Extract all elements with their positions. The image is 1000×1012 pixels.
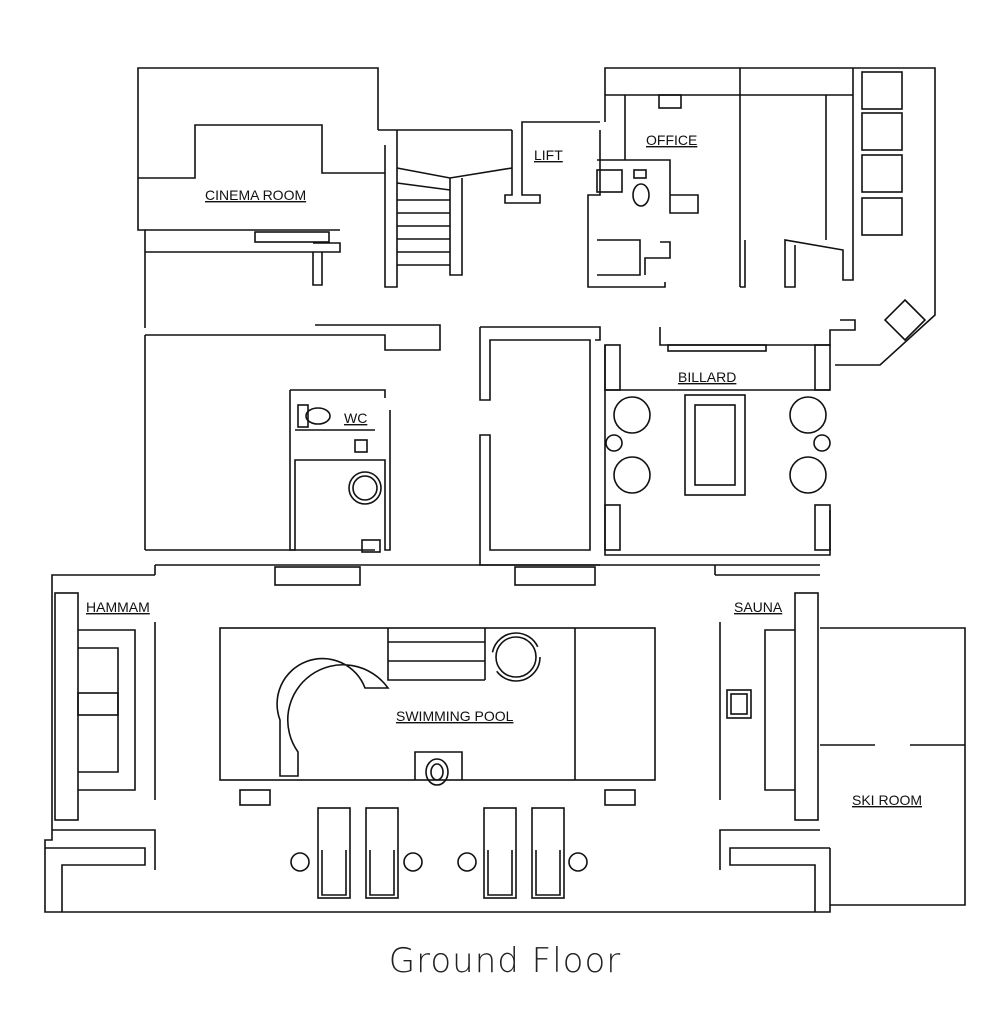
staircase (378, 129, 513, 288)
label-lift: LIFT (534, 147, 563, 163)
wc-area (144, 324, 441, 553)
billard-room (604, 319, 856, 556)
label-cinema-room: CINEMA ROOM (205, 187, 306, 203)
label-sauna: SAUNA (734, 599, 783, 615)
loungers (290, 807, 588, 899)
lower-level (44, 564, 831, 913)
label-wc: WC (344, 410, 367, 426)
cinema-room (137, 67, 385, 328)
label-swimming-pool: SWIMMING POOL (396, 708, 514, 724)
swimming-pool (219, 627, 656, 786)
label-ski-room: SKI ROOM (852, 792, 922, 808)
floor-title: Ground Floor (389, 941, 621, 981)
label-hammam: HAMMAM (86, 599, 150, 615)
label-office: OFFICE (646, 132, 697, 148)
ski-room (820, 627, 966, 906)
corridor-room (479, 326, 601, 566)
lift (504, 121, 600, 204)
office-block (587, 67, 936, 366)
label-billard: BILLARD (678, 369, 736, 385)
